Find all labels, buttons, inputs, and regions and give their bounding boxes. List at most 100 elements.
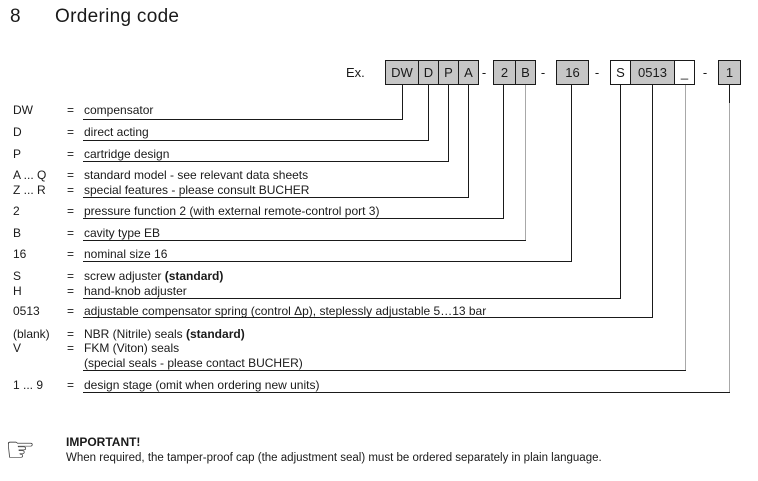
row-description: hand-knob adjuster xyxy=(84,284,187,298)
code-box-group-size: 16 xyxy=(556,60,589,85)
row-code: B xyxy=(13,226,22,240)
example-label: Ex. xyxy=(346,65,365,80)
section-number: 8 xyxy=(10,6,21,27)
legend-row: A ... Q=standard model - see relevant da… xyxy=(0,168,758,183)
row-description: direct acting xyxy=(84,125,149,139)
code-box-p: P xyxy=(438,60,459,85)
separator-dash: - xyxy=(540,65,546,80)
row-description: (special seals - please contact BUCHER) xyxy=(84,356,303,370)
code-box-s: S xyxy=(610,60,631,85)
legend-row: 1 ... 9 = design stage (omit when ordering… xyxy=(0,378,758,393)
equals-sign: = xyxy=(67,226,75,240)
equals-sign: = xyxy=(67,125,75,139)
code-box-1: 1 xyxy=(718,60,741,85)
row-description: standard model - see relevant data sheet… xyxy=(84,168,309,182)
equals-sign: = xyxy=(67,147,75,161)
legend-row: H = hand-knob adjuster xyxy=(0,284,758,299)
code-box-d: D xyxy=(418,60,439,85)
code-box-group-model: DW D P A xyxy=(385,60,479,85)
separator-dash: - xyxy=(594,65,600,80)
row-code: Z ... R xyxy=(13,183,46,197)
connector-vertical-s xyxy=(620,85,621,298)
row-code: P xyxy=(13,147,22,161)
page-title: Ordering code xyxy=(55,6,180,27)
code-box-2: 2 xyxy=(493,60,516,85)
row-description: pressure function 2 (with external remot… xyxy=(84,204,380,218)
legend-row: 2 = pressure function 2 (with external rem… xyxy=(0,204,758,219)
connector-vertical-d xyxy=(428,85,429,140)
legend-row: 0513 = adjustable compensator spring (cont… xyxy=(0,304,758,319)
equals-sign: = xyxy=(67,247,75,261)
row-description: adjustable compensator spring (control Δ… xyxy=(84,304,487,318)
connector-vertical-1-stub xyxy=(729,85,730,103)
code-box-b: B xyxy=(515,60,536,85)
row-code: 0513 xyxy=(13,304,40,318)
legend-row: DW=compensator xyxy=(0,103,758,118)
code-box-16: 16 xyxy=(556,60,589,85)
connector-vertical-p xyxy=(448,85,449,161)
connector-underline-d xyxy=(83,140,429,141)
equals-sign: = xyxy=(67,284,75,298)
row-code: V xyxy=(13,341,22,355)
row-description: NBR (Nitrile) seals (standard) xyxy=(84,327,245,341)
connector-underline-p xyxy=(83,161,449,162)
connector-vertical-a xyxy=(468,85,469,197)
note-title: IMPORTANT! xyxy=(66,435,141,449)
equals-sign: = xyxy=(67,341,75,355)
equals-sign: = xyxy=(67,378,75,392)
standard-flag: (standard) xyxy=(186,327,245,341)
row-code: (blank) xyxy=(13,327,50,341)
row-description: design stage (omit when ordering new uni… xyxy=(84,378,320,392)
equals-sign: = xyxy=(67,183,75,197)
separator-dash: - xyxy=(481,65,487,80)
legend-row: Z ... R = special features - please consul… xyxy=(0,183,758,198)
code-box-0513: 0513 xyxy=(630,60,675,85)
equals-sign: = xyxy=(67,327,75,341)
standard-flag: (standard) xyxy=(164,269,224,283)
code-box-group-function: 2 B xyxy=(493,60,536,85)
row-code: A ... Q xyxy=(13,168,47,182)
connector-vertical-2 xyxy=(503,85,504,218)
row-description: special features - please consult BUCHER xyxy=(84,183,310,197)
connector-vertical-0513 xyxy=(652,85,653,317)
connector-vertical-b xyxy=(525,85,526,240)
separator-dash: - xyxy=(702,65,708,80)
equals-sign: = xyxy=(67,204,75,218)
connector-underline-seal xyxy=(83,370,686,371)
row-code: D xyxy=(13,125,22,139)
equals-sign: = xyxy=(67,304,75,318)
legend-row: B = cavity type EB xyxy=(0,226,758,241)
connector-underline-1 xyxy=(83,392,730,393)
connector-underline-a xyxy=(83,197,469,198)
legend-row: V = FKM (Viton) seals xyxy=(0,341,758,356)
row-description: compensator xyxy=(84,103,154,117)
equals-sign: = xyxy=(67,269,75,283)
equals-sign: = xyxy=(67,103,75,117)
row-code: H xyxy=(13,284,22,298)
note-text: When required, the tamper-proof cap (the… xyxy=(66,452,602,464)
connector-underline-b xyxy=(83,240,526,241)
row-code: 2 xyxy=(13,204,20,218)
code-box-dw: DW xyxy=(385,60,419,85)
legend-row: P = cartridge design xyxy=(0,147,758,162)
row-description: cavity type EB xyxy=(84,226,161,240)
row-description: screw adjuster (standard) xyxy=(84,269,224,283)
connector-vertical-seal xyxy=(685,85,686,370)
row-description: FKM (Viton) seals xyxy=(84,341,180,355)
row-code: 16 xyxy=(13,247,27,261)
connector-underline-dw xyxy=(83,119,403,120)
row-code: 1 ... 9 xyxy=(13,378,44,392)
connector-underline-s xyxy=(83,298,621,299)
connector-underline-16 xyxy=(83,261,572,262)
legend-row: D = direct acting xyxy=(0,125,758,140)
legend-row-continuation: (special seals - please contact BUCHER) xyxy=(0,356,758,371)
row-description: cartridge design xyxy=(84,147,170,161)
code-box-group-adjuster: S 0513 _ xyxy=(610,60,695,85)
row-code: S xyxy=(13,269,22,283)
code-box-group-design-stage: 1 xyxy=(718,60,741,85)
code-box-blank: _ xyxy=(674,60,695,85)
legend-row: 16=nominal size 16 xyxy=(0,247,758,262)
connector-vertical-dw xyxy=(402,85,403,119)
pointing-hand-icon: ☞ xyxy=(5,430,36,470)
